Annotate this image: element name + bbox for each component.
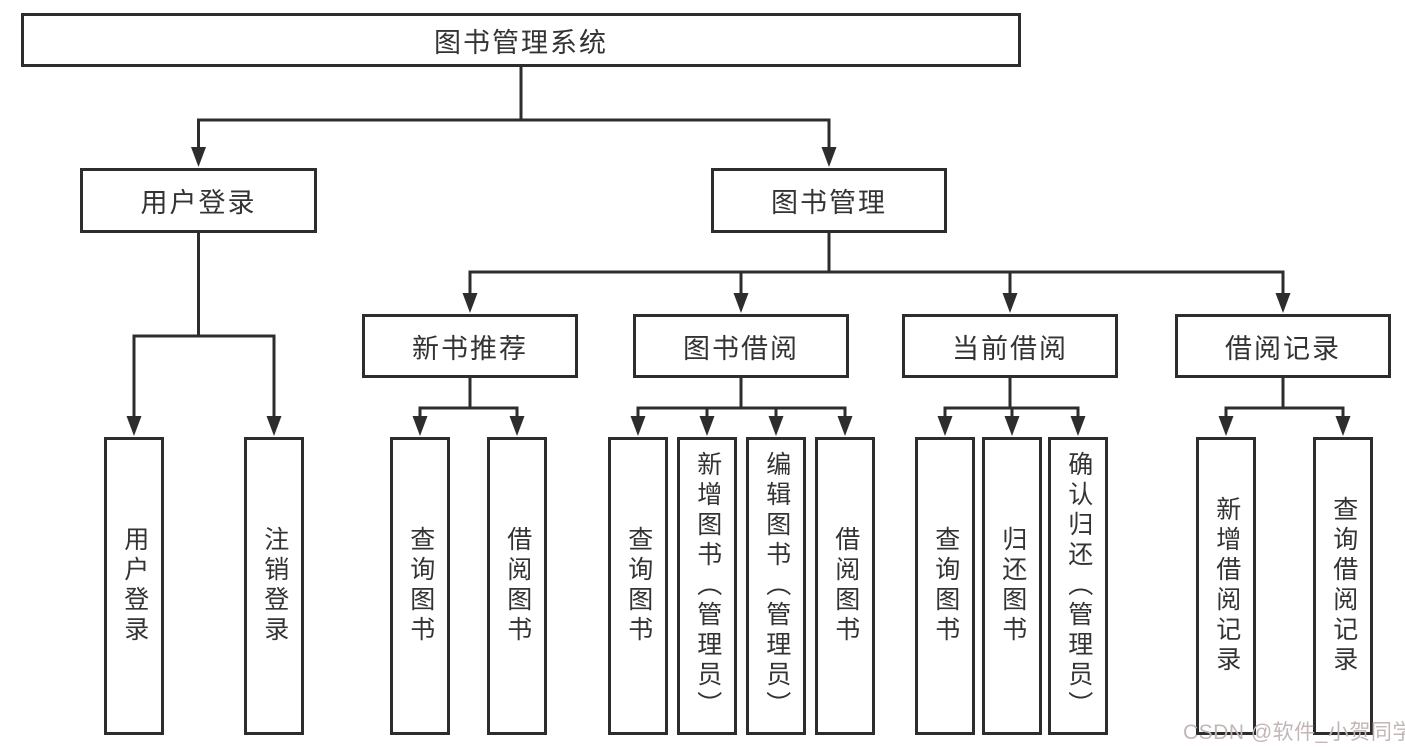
- arrowhead: [768, 416, 784, 436]
- connector-group-newbook: [418, 378, 519, 418]
- arrowhead: [266, 416, 282, 436]
- leaf-edit-book-admin: 编辑图书（管理员）: [746, 437, 806, 735]
- leaf-confirm-return-admin: 确认归还（管理员）: [1048, 437, 1108, 735]
- leaf-user-login: 用户登录: [104, 437, 164, 735]
- node-root: 图书管理系统: [21, 13, 1021, 67]
- arrowhead: [1275, 293, 1291, 313]
- arrowhead: [191, 147, 206, 167]
- arrowhead: [1218, 416, 1234, 436]
- connector-group-currentborrow: [943, 378, 1080, 418]
- connector-userlogin-to-leaves: [132, 233, 276, 418]
- leaf-query-books-borrow: 查询图书: [608, 437, 668, 735]
- arrowhead: [821, 147, 837, 167]
- arrowhead: [126, 416, 142, 436]
- arrowhead: [733, 293, 749, 313]
- leaf-query-books-current: 查询图书: [915, 437, 975, 735]
- arrowhead: [837, 416, 853, 436]
- leaf-logout: 注销登录: [244, 437, 304, 735]
- leaf-borrow-books: 借阅图书: [815, 437, 875, 735]
- leaf-borrow-books-recommend: 借阅图书: [487, 437, 547, 735]
- watermark: CSDN @软件_小贺同学: [1183, 721, 1405, 744]
- arrowhead: [462, 293, 478, 313]
- arrowhead: [1335, 416, 1351, 436]
- leaf-return-books: 归还图书: [982, 437, 1042, 735]
- leaf-add-book-admin: 新增图书（管理员）: [677, 437, 737, 735]
- node-new-book-recommend: 新书推荐: [362, 314, 578, 378]
- arrowhead: [509, 416, 525, 436]
- node-user-login: 用户登录: [80, 168, 317, 233]
- arrowhead: [937, 416, 953, 436]
- arrowhead: [412, 416, 428, 436]
- arrowhead: [1070, 416, 1086, 436]
- connector-group-records: [1224, 378, 1345, 418]
- arrowhead: [1004, 416, 1020, 436]
- leaf-query-borrow-record: 查询借阅记录: [1313, 437, 1373, 735]
- arrowhead: [699, 416, 715, 436]
- arrowhead: [630, 416, 646, 436]
- arrowhead: [1002, 293, 1018, 313]
- node-book-management: 图书管理: [711, 168, 947, 233]
- connector-group-bookborrow: [636, 378, 847, 418]
- node-current-borrow: 当前借阅: [902, 314, 1118, 378]
- connector-root-to-level2: [197, 67, 831, 149]
- node-book-borrow: 图书借阅: [633, 314, 849, 378]
- leaf-query-books-recommend: 查询图书: [390, 437, 450, 735]
- node-borrow-records: 借阅记录: [1175, 314, 1391, 378]
- leaf-add-borrow-record: 新增借阅记录: [1196, 437, 1256, 735]
- connector-bookmgmt-to-level3: [468, 233, 1285, 296]
